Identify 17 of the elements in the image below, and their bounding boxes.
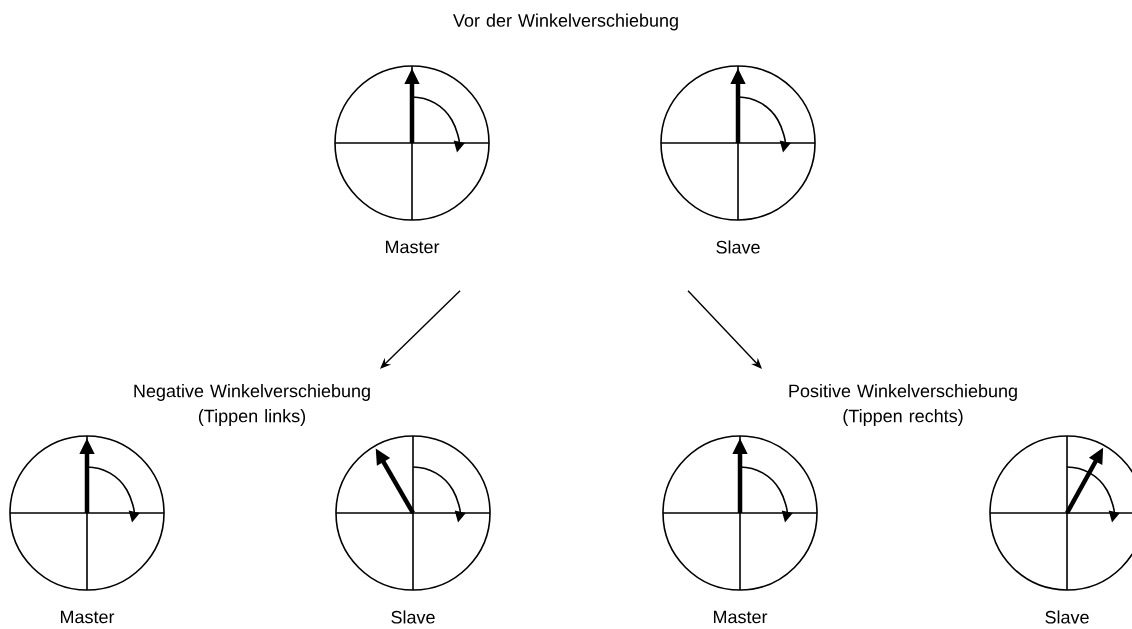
dial-label: Master: [60, 610, 115, 624]
arrow: [687, 290, 762, 369]
heading: Negative Winkelverschiebung (Tippen links): [134, 384, 370, 426]
heading: Vor der Winkelverschiebung: [453, 13, 678, 31]
dial-drawing: [660, 65, 816, 221]
dial-label: Slave: [391, 610, 435, 624]
heading: Positive Winkelverschiebung (Tippen rechts): [789, 384, 1017, 426]
dial-drawing: [334, 65, 490, 221]
dial-drawing: [335, 435, 491, 591]
dial-label: Master: [385, 240, 440, 254]
dial-drawing: [989, 435, 1132, 591]
dial-drawing: [662, 435, 818, 591]
dial-label: Slave: [716, 240, 760, 254]
dial-drawing: [9, 435, 165, 591]
dial-label: Master: [714, 610, 768, 624]
dial-label: Slave: [1045, 610, 1089, 624]
arrow: [380, 290, 461, 369]
